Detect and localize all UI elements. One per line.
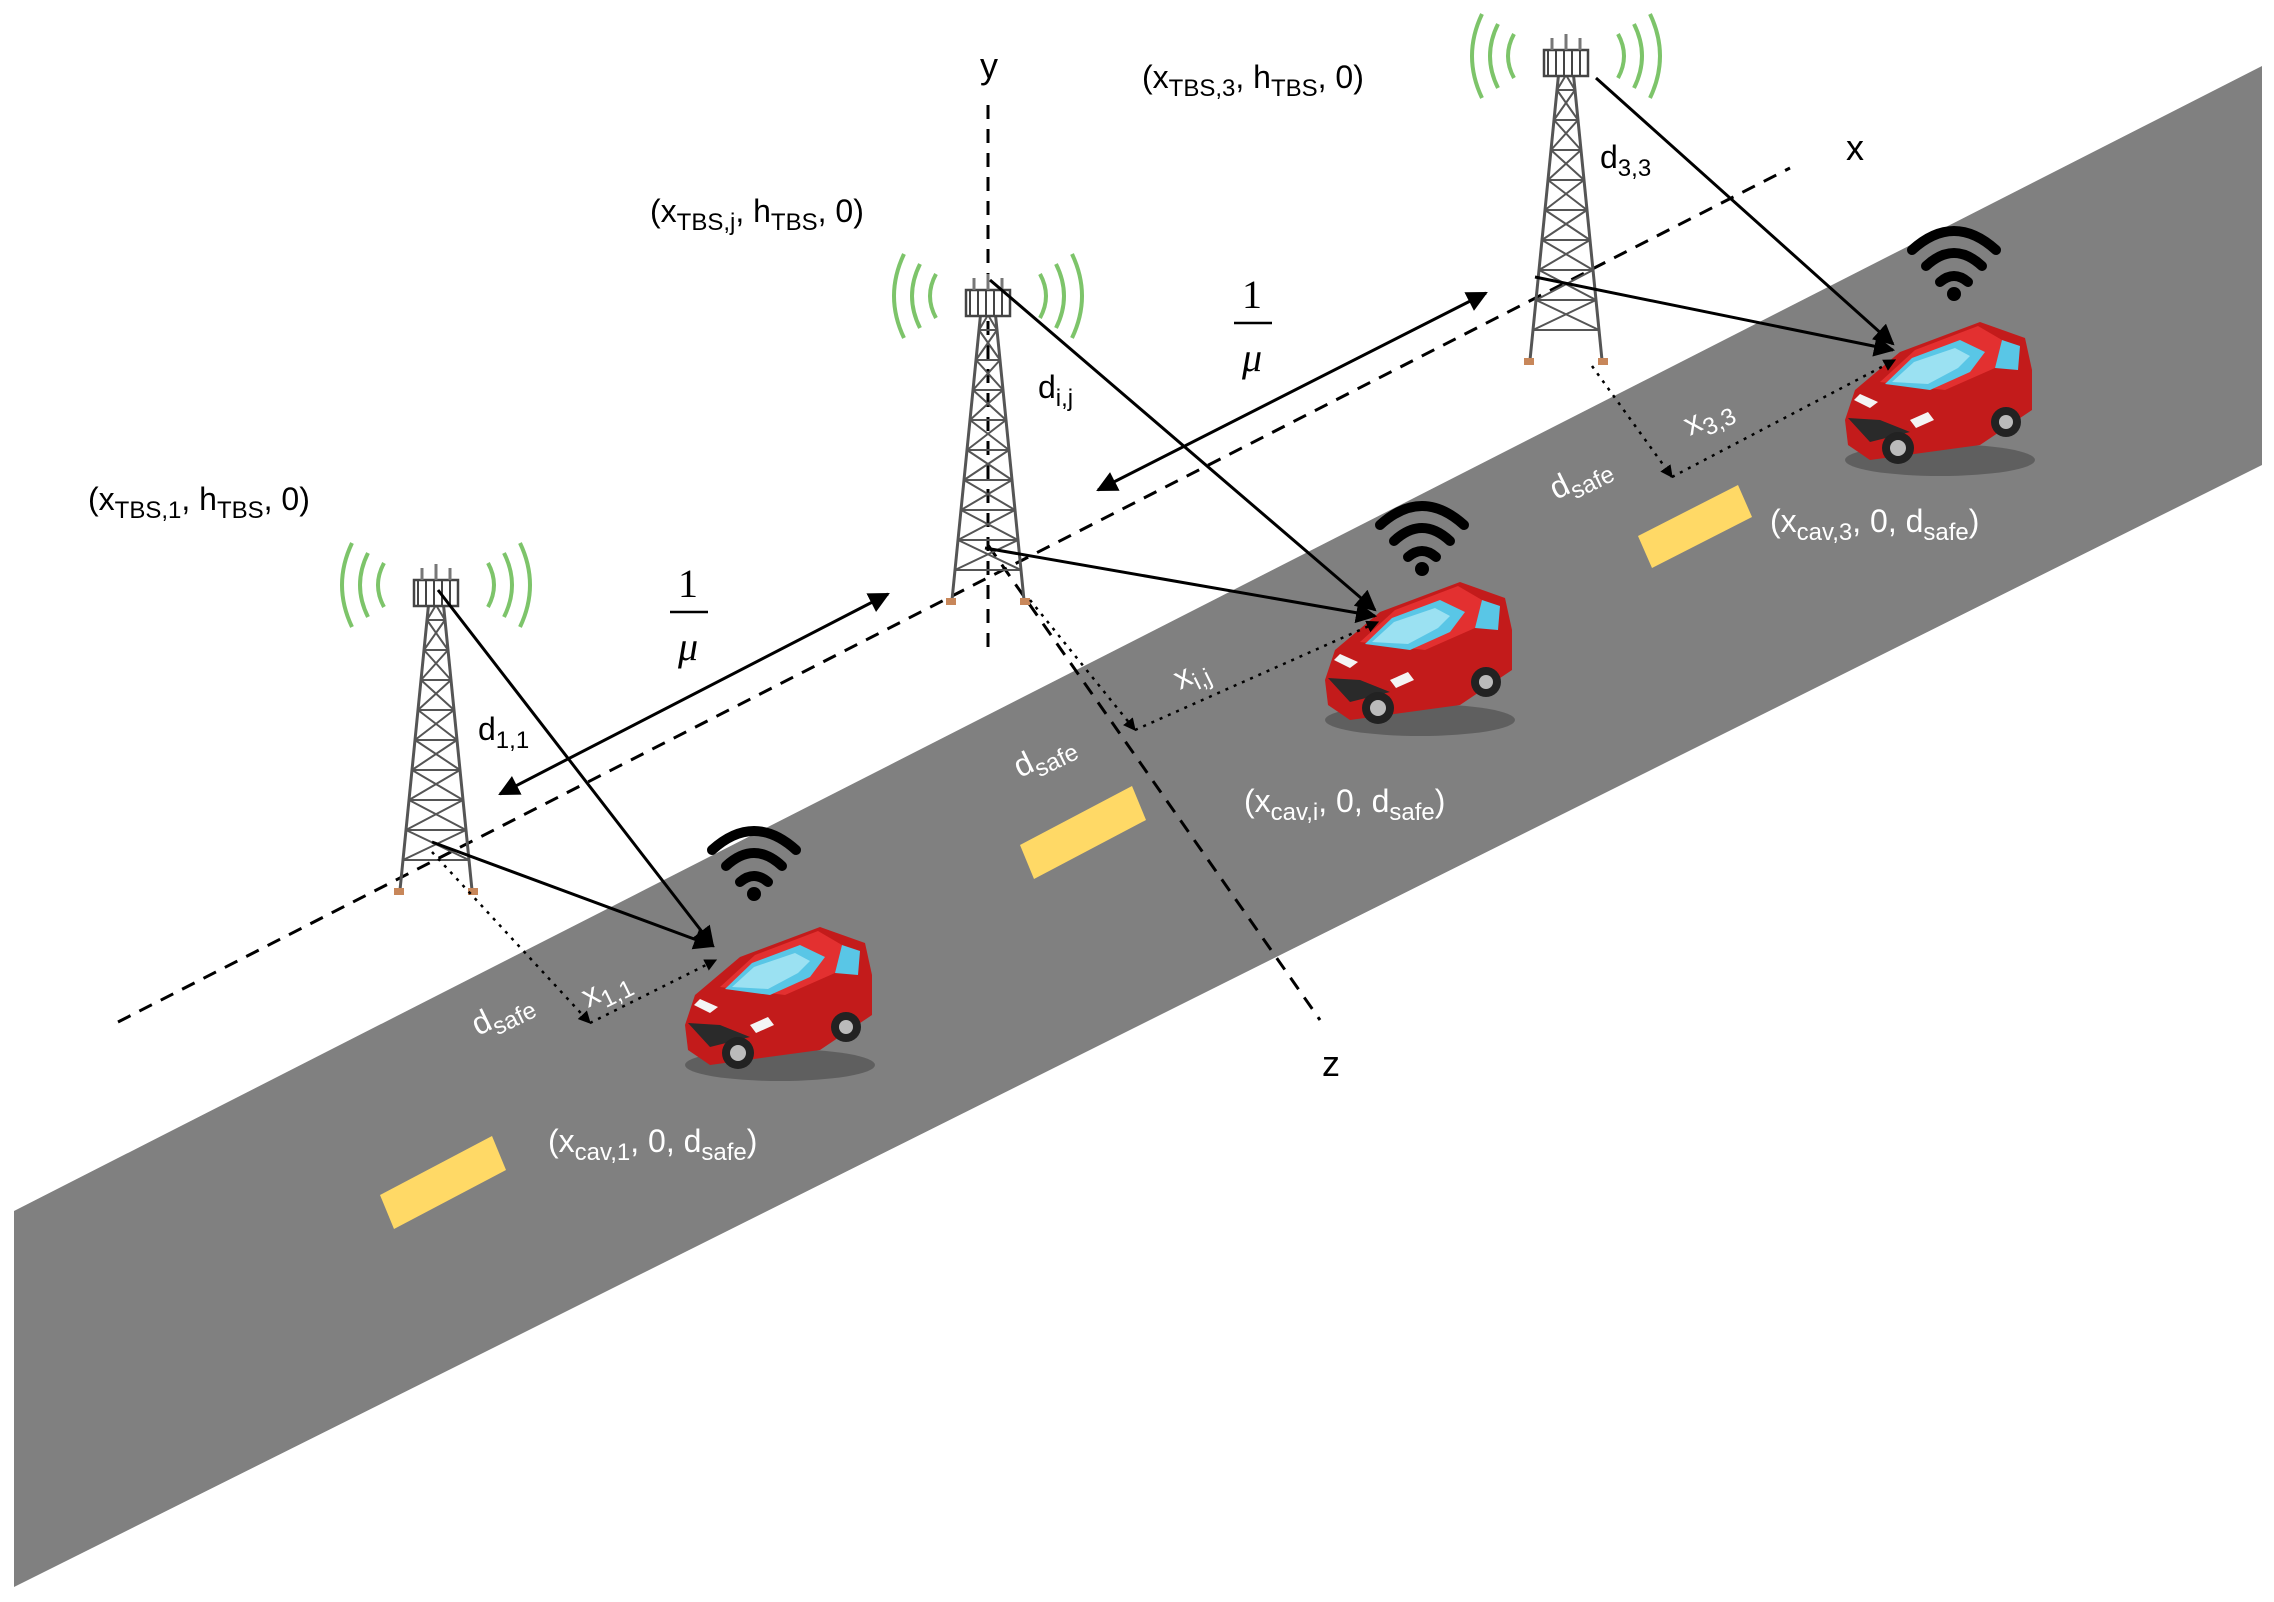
spacing-label-left: 1 μ [670, 561, 708, 669]
link-tower3-ground [1534, 275, 1896, 357]
spacing-arrow-right [1096, 291, 1488, 492]
link-d33 [1594, 76, 1895, 346]
svg-text:μ: μ [677, 624, 698, 669]
link-towerj-ground [984, 546, 1378, 624]
z-axis-label: z [1322, 1043, 1340, 1084]
z-axis-line [986, 544, 1322, 1021]
spacing-label-right: 1 μ [1234, 272, 1272, 380]
link-arrows [431, 76, 1896, 950]
lane-markings [380, 485, 1752, 1229]
spacing-arrow-left [498, 592, 890, 796]
car-i-coord-label: (xcav,i, 0, dsafe) [1244, 783, 1445, 826]
road [14, 66, 2262, 1587]
car-1-coord-label: (xcav,1, 0, dsafe) [548, 1123, 757, 1166]
link-tower1-ground [431, 840, 715, 950]
link-d11 [436, 589, 715, 948]
link-dij [989, 278, 1377, 612]
distance-label-dij: di,j [1038, 369, 1073, 412]
x-axis-label: x [1846, 127, 1864, 168]
axis-labels: y x z [980, 45, 1864, 1084]
y-axis-label: y [980, 45, 998, 86]
dotted-helpers [431, 358, 1897, 1025]
tower-j-coord-label: (xTBS,j, hTBS, 0) [650, 193, 864, 236]
tower-3-icon [1470, 12, 1662, 367]
distance-label-d33: d3,3 [1600, 139, 1651, 182]
svg-text:1: 1 [1242, 272, 1262, 317]
svg-text:1: 1 [678, 561, 698, 606]
tower-1-coord-label: (xTBS,1, hTBS, 0) [88, 481, 310, 524]
car-3-coord-label: (xcav,3, 0, dsafe) [1770, 503, 1979, 546]
distance-label-d11: d1,1 [478, 711, 529, 754]
svg-text:μ: μ [1241, 335, 1262, 380]
tower-3-coord-label: (xTBS,3, hTBS, 0) [1142, 59, 1364, 102]
